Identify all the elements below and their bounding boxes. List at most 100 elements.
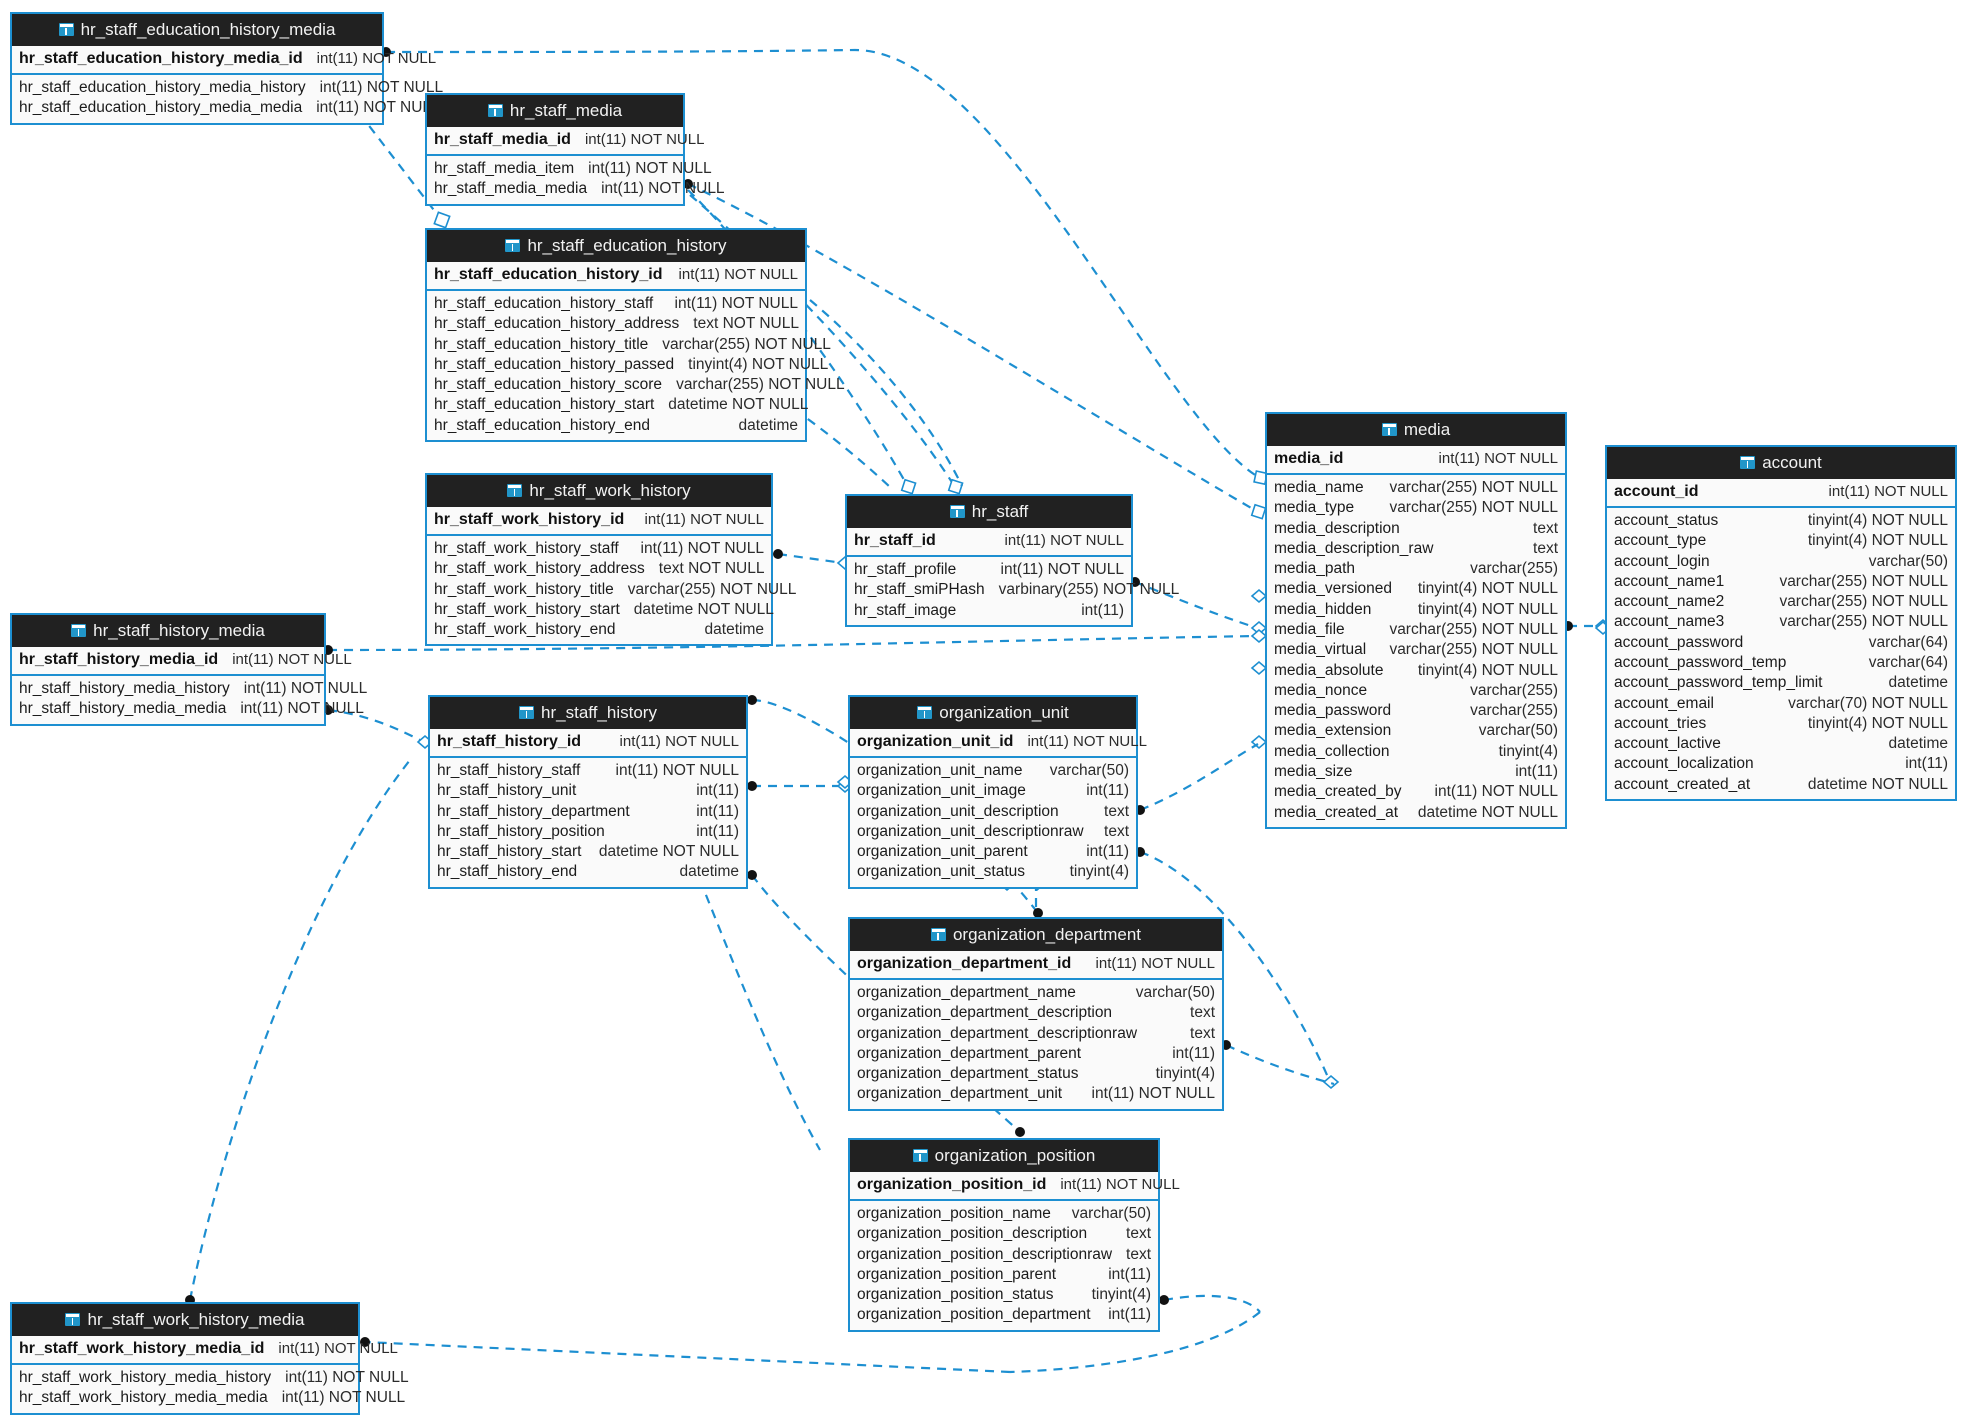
entity-header[interactable]: hr_staff (847, 496, 1131, 528)
entity-header[interactable]: organization_position (850, 1140, 1158, 1172)
entity-header[interactable]: hr_staff_education_history_media (12, 14, 382, 46)
entity-header[interactable]: hr_staff_history_media (12, 615, 324, 647)
entity-header[interactable]: hr_staff_media (427, 95, 683, 127)
entity-header[interactable]: hr_staff_education_history (427, 230, 805, 262)
entity-table[interactable]: hr_staff_history_media hr_staff_history_m… (10, 613, 367, 726)
entity-header[interactable]: organization_unit (850, 697, 1136, 729)
entity-header[interactable]: organization_department (850, 919, 1222, 951)
entity-header[interactable]: hr_staff_work_history (427, 475, 771, 507)
entity-header[interactable]: media (1267, 414, 1565, 446)
entity-table[interactable]: hr_staff_education_history_media hr_staff… (10, 12, 443, 125)
entity-header[interactable]: hr_staff_history (430, 697, 746, 729)
column-row[interactable]: hr_staff_education_history_media_history… (12, 78, 443, 98)
entity-header[interactable]: hr_staff_work_history_media (12, 1304, 358, 1336)
